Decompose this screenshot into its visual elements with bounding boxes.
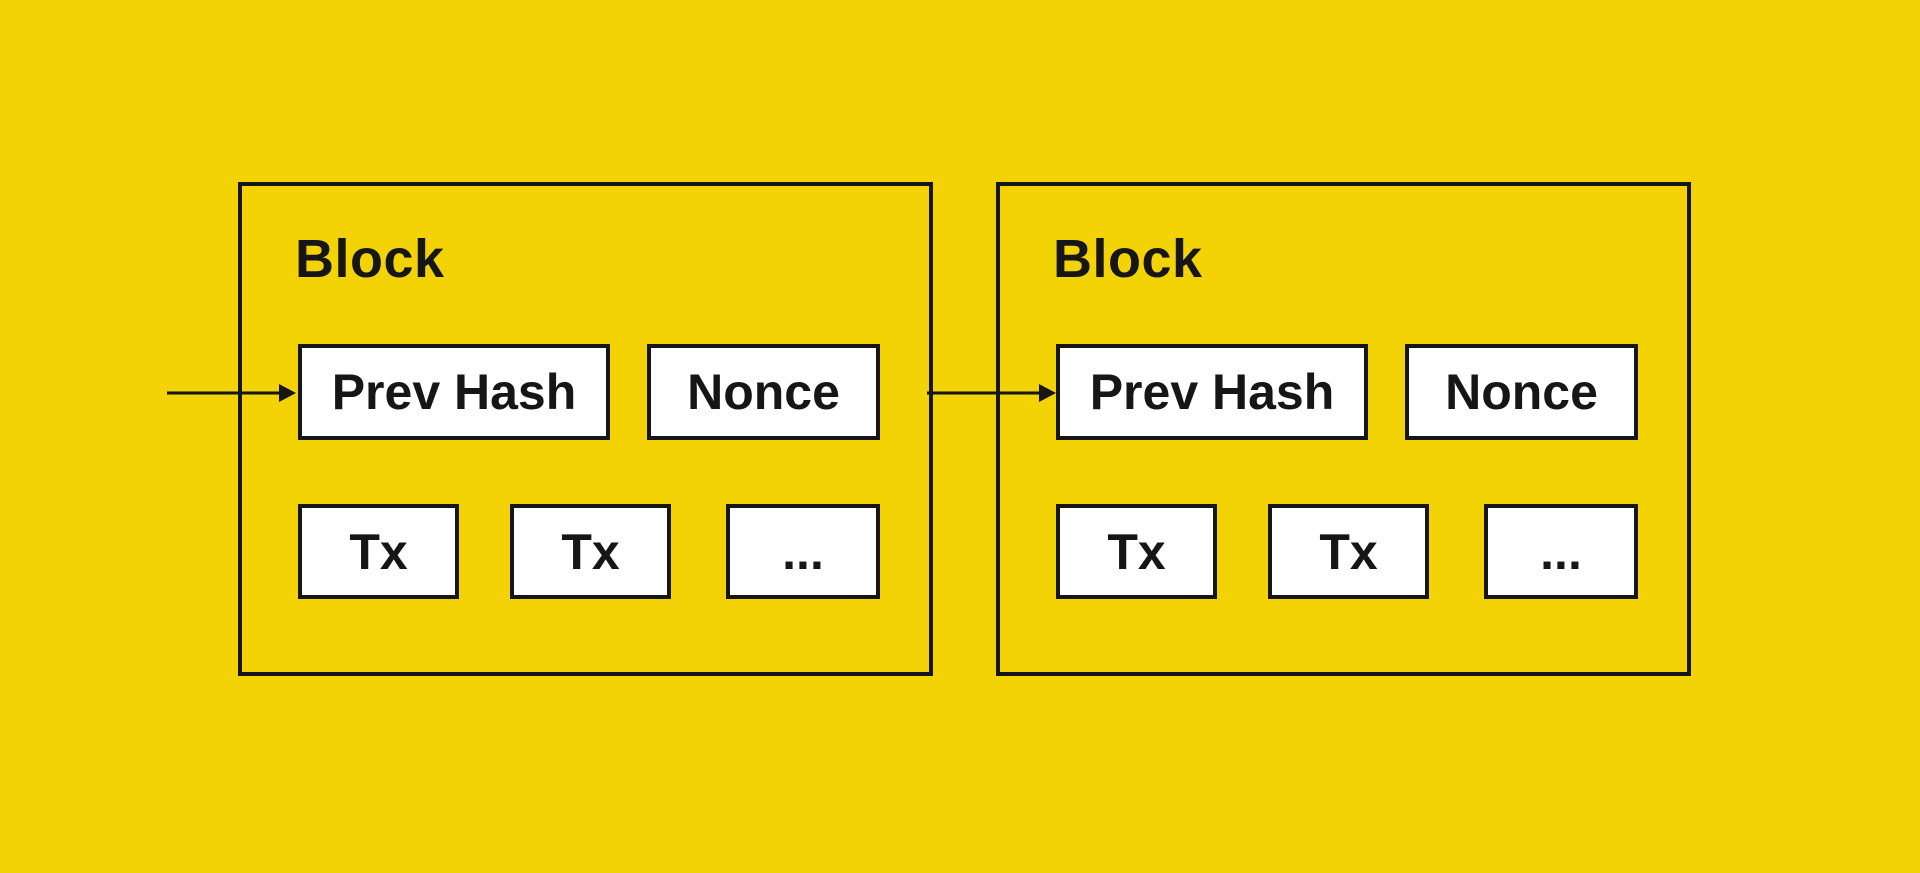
nonce-label: Nonce bbox=[1445, 364, 1598, 420]
ellipsis-label: ... bbox=[782, 523, 824, 580]
nonce-box: Nonce bbox=[1405, 344, 1638, 440]
more-transactions-box: ... bbox=[726, 504, 880, 599]
tx-box: Tx bbox=[1268, 504, 1429, 599]
block-title: Block bbox=[295, 229, 445, 289]
tx-box: Tx bbox=[510, 504, 671, 599]
chain-arrow-icon bbox=[167, 384, 296, 402]
tx-label: Tx bbox=[1319, 523, 1378, 580]
more-transactions-box: ... bbox=[1484, 504, 1638, 599]
block-2: Block Prev Hash Nonce Tx Tx ... bbox=[996, 182, 1691, 676]
tx-box: Tx bbox=[298, 504, 459, 599]
tx-label: Tx bbox=[349, 523, 408, 580]
block-title: Block bbox=[1053, 229, 1203, 289]
tx-label: Tx bbox=[1107, 523, 1166, 580]
nonce-label: Nonce bbox=[687, 364, 840, 420]
ellipsis-label: ... bbox=[1540, 523, 1582, 580]
prev-hash-label: Prev Hash bbox=[331, 364, 577, 420]
chain-arrow-icon bbox=[927, 384, 1056, 402]
prev-hash-box: Prev Hash bbox=[1056, 344, 1368, 440]
nonce-box: Nonce bbox=[647, 344, 880, 440]
block-1: Block Prev Hash Nonce Tx Tx ... bbox=[238, 182, 933, 676]
prev-hash-label: Prev Hash bbox=[1089, 364, 1335, 420]
tx-box: Tx bbox=[1056, 504, 1217, 599]
tx-label: Tx bbox=[561, 523, 620, 580]
prev-hash-box: Prev Hash bbox=[298, 344, 610, 440]
